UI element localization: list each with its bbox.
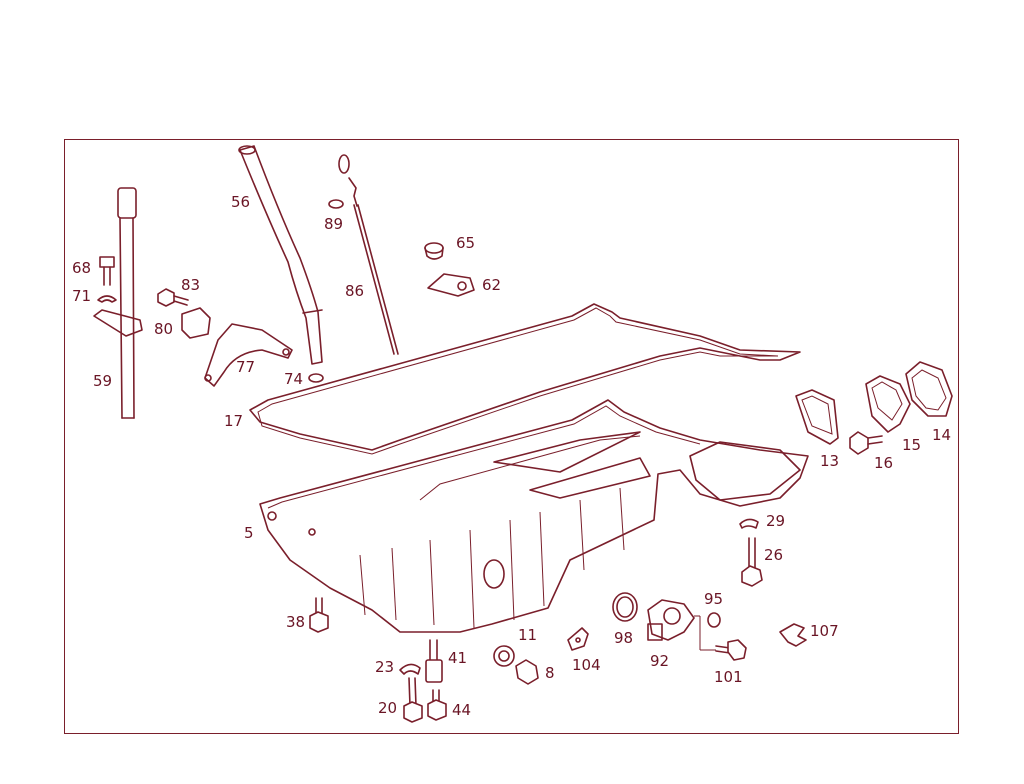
part-41-stud[interactable] xyxy=(425,639,443,683)
part-38-bolt[interactable] xyxy=(309,597,329,633)
part-101-bolt[interactable] xyxy=(715,639,747,661)
callout-74: 74 xyxy=(284,370,303,388)
callout-104: 104 xyxy=(572,656,601,674)
part-17-gasket[interactable] xyxy=(249,303,801,455)
part-62-plate[interactable] xyxy=(427,273,475,297)
part-86-dipstick[interactable] xyxy=(338,154,399,355)
callout-17: 17 xyxy=(224,412,243,430)
callout-14: 14 xyxy=(932,426,951,444)
callout-5: 5 xyxy=(244,524,254,542)
callout-92: 92 xyxy=(650,652,669,670)
part-89-o-ring[interactable] xyxy=(328,199,344,209)
part-65-grommet[interactable] xyxy=(424,242,444,260)
callout-38: 38 xyxy=(286,613,305,631)
callout-11: 11 xyxy=(518,626,537,644)
callout-86: 86 xyxy=(345,282,364,300)
callout-83: 83 xyxy=(181,276,200,294)
part-20-bolt[interactable] xyxy=(403,677,423,723)
callout-89: 89 xyxy=(324,215,343,233)
part-68-bolt[interactable] xyxy=(99,256,115,286)
part-13-gasket[interactable] xyxy=(795,389,839,445)
part-95-washer[interactable] xyxy=(707,612,721,628)
callout-80: 80 xyxy=(154,320,173,338)
part-107-clip[interactable] xyxy=(779,623,807,647)
part-104-clamp[interactable] xyxy=(567,627,589,651)
callout-16: 16 xyxy=(874,454,893,472)
part-11-seal[interactable] xyxy=(493,645,515,667)
callout-41: 41 xyxy=(448,649,467,667)
callout-59: 59 xyxy=(93,372,112,390)
part-16-bolt[interactable] xyxy=(849,431,883,455)
callout-95: 95 xyxy=(704,590,723,608)
part-71-washer[interactable] xyxy=(97,295,117,303)
part-29-washer[interactable] xyxy=(739,518,759,529)
callout-44: 44 xyxy=(452,701,471,719)
part-59-guide-tube[interactable] xyxy=(93,187,143,419)
part-80-clip[interactable] xyxy=(181,307,211,339)
part-8-plug[interactable] xyxy=(515,659,539,685)
callout-56: 56 xyxy=(231,193,250,211)
callout-98: 98 xyxy=(614,629,633,647)
callout-77: 77 xyxy=(236,358,255,376)
callout-23: 23 xyxy=(375,658,394,676)
callout-29: 29 xyxy=(766,512,785,530)
callout-15: 15 xyxy=(902,436,921,454)
diagram-frame xyxy=(64,139,959,734)
part-98-o-ring[interactable] xyxy=(612,592,638,622)
part-74-ring[interactable] xyxy=(308,373,324,383)
part-5-oil-pan[interactable] xyxy=(259,399,809,633)
callout-13: 13 xyxy=(820,452,839,470)
callout-20: 20 xyxy=(378,699,397,717)
callout-68: 68 xyxy=(72,259,91,277)
callout-71: 71 xyxy=(72,287,91,305)
callout-107: 107 xyxy=(810,622,839,640)
part-83-bolt[interactable] xyxy=(157,288,189,307)
callout-101: 101 xyxy=(714,668,743,686)
part-14-cover[interactable] xyxy=(905,361,953,417)
callout-65: 65 xyxy=(456,234,475,252)
part-15-cover[interactable] xyxy=(865,375,911,433)
part-23-washer[interactable] xyxy=(399,663,421,675)
part-92-sensor[interactable] xyxy=(647,599,695,641)
callout-8: 8 xyxy=(545,664,555,682)
part-56-filler-tube[interactable] xyxy=(238,145,323,365)
part-26-bolt[interactable] xyxy=(741,537,763,587)
callout-26: 26 xyxy=(764,546,783,564)
callout-62: 62 xyxy=(482,276,501,294)
part-44-bolt[interactable] xyxy=(427,689,447,721)
part-77-bracket[interactable] xyxy=(204,323,293,387)
